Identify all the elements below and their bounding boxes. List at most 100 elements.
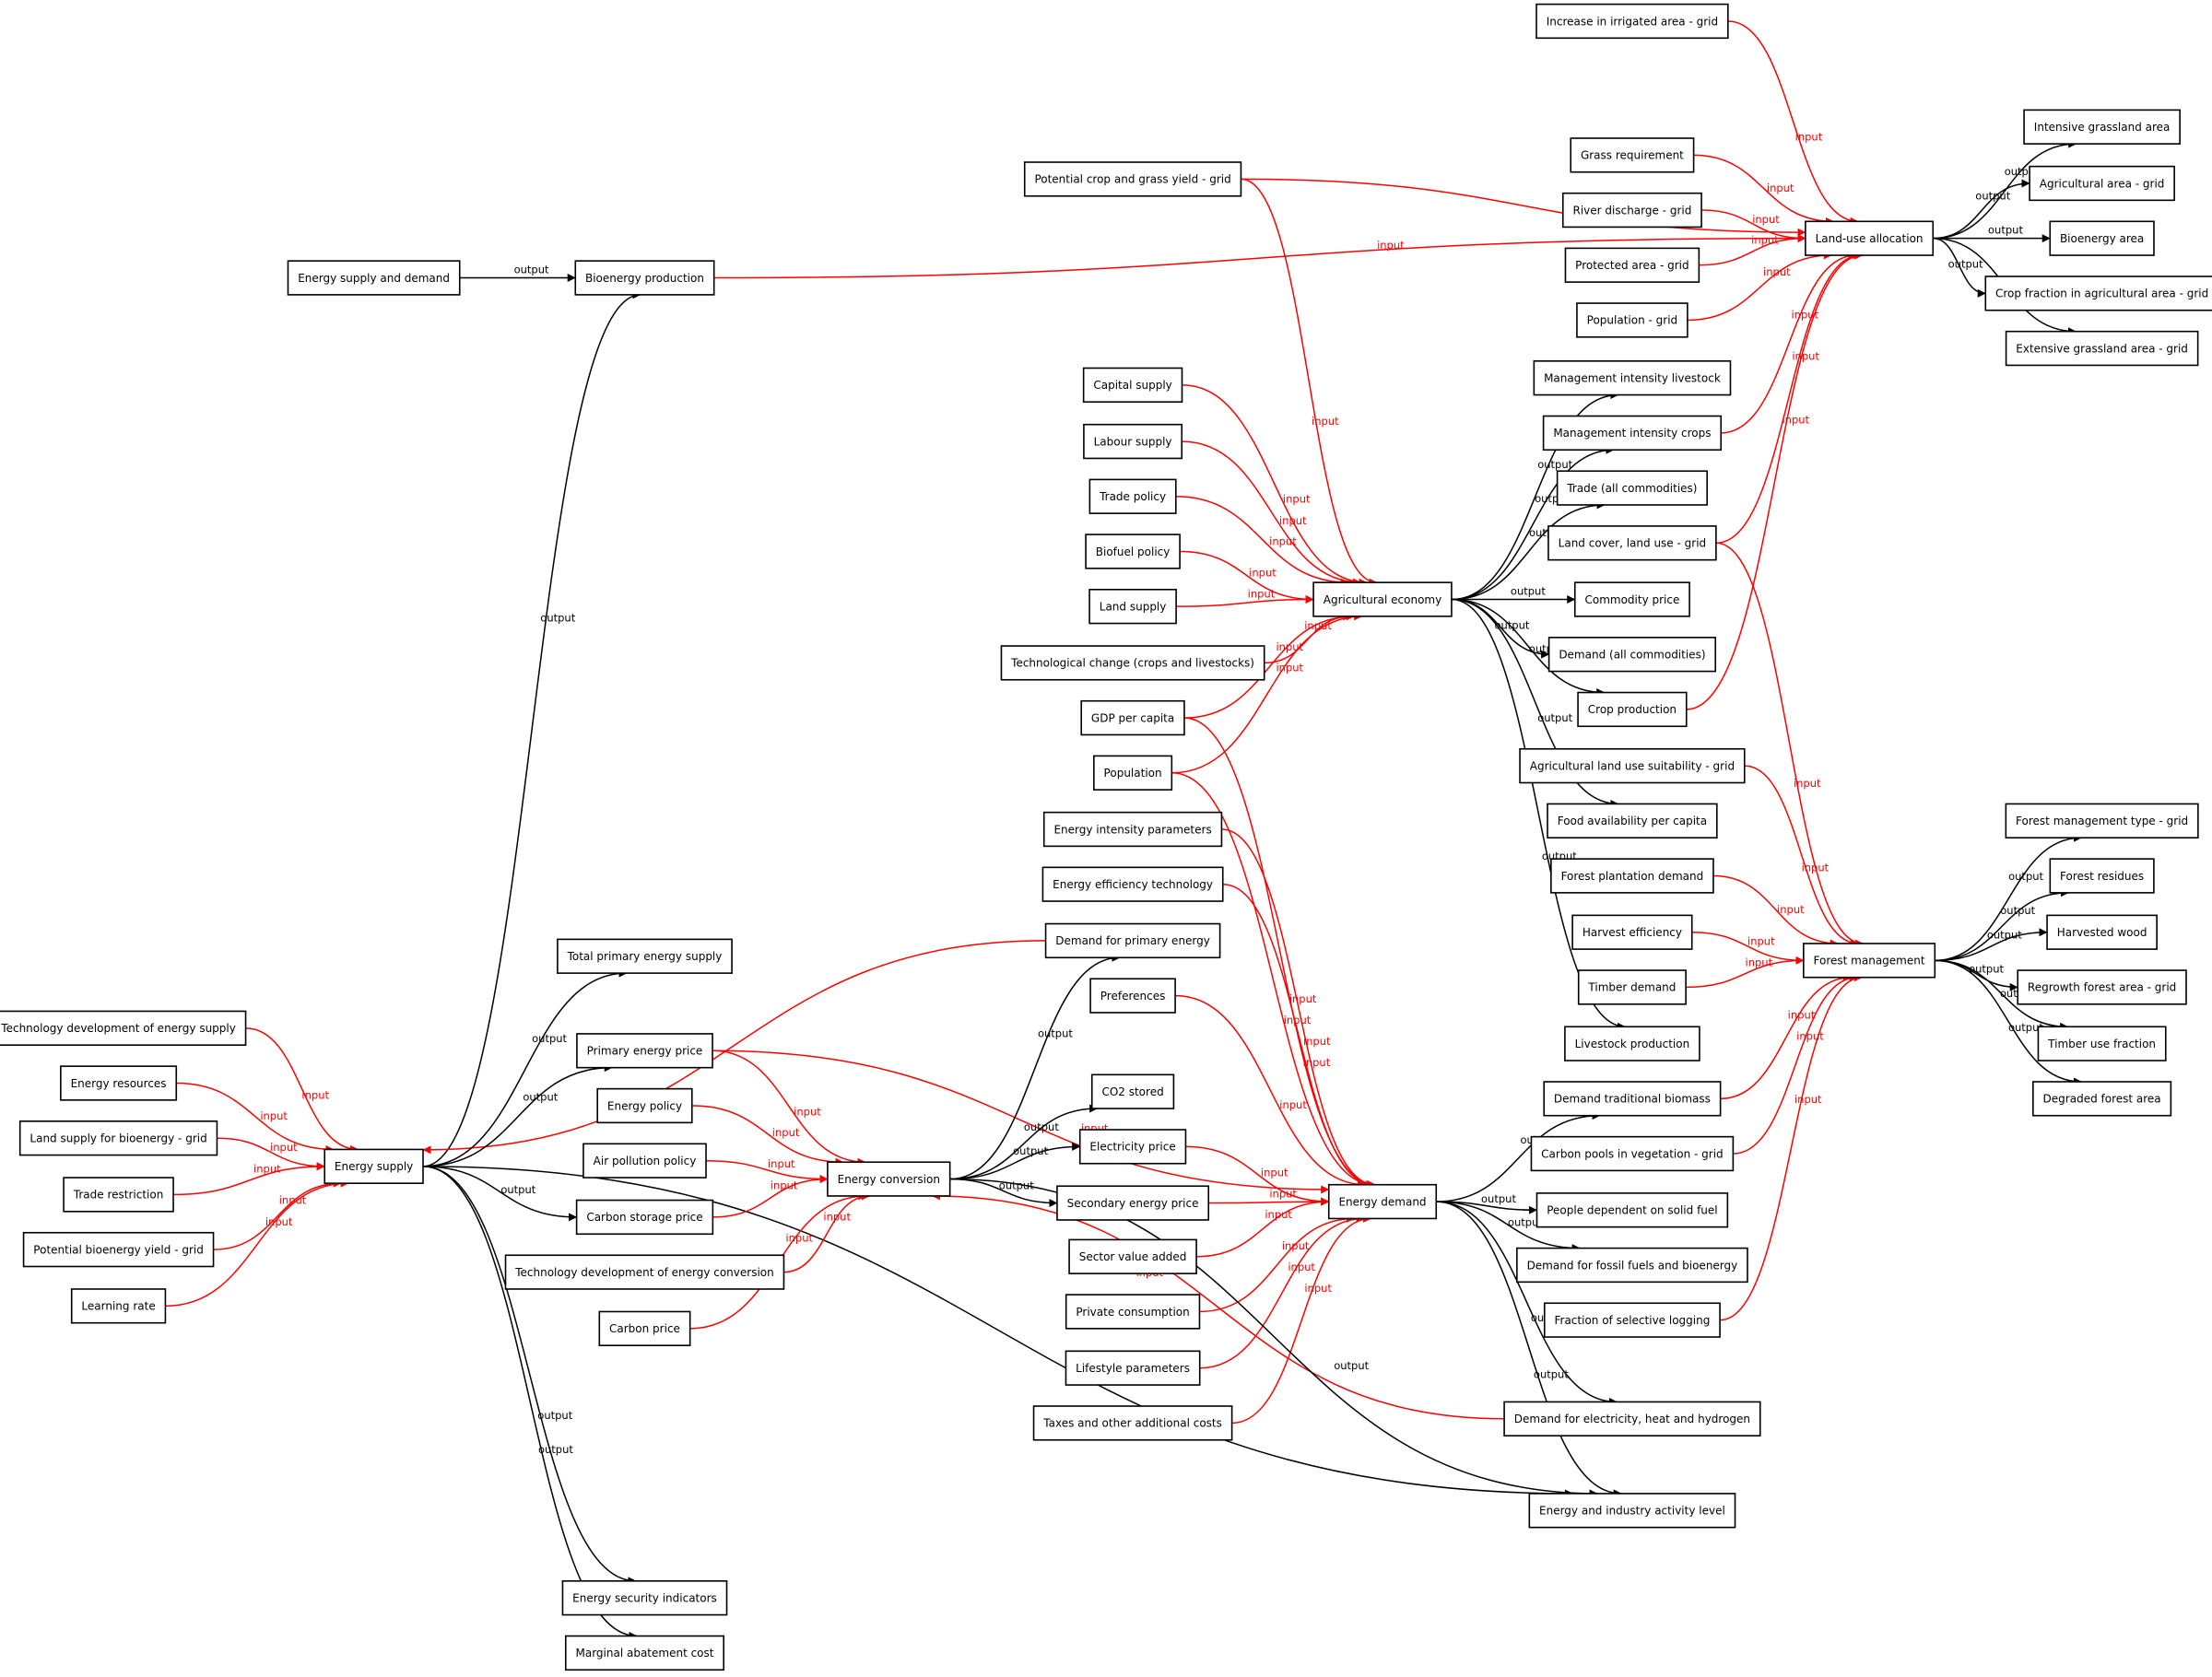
node-demand-trad-biomass: Demand traditional biomass bbox=[1543, 1081, 1722, 1117]
edge-bioenergy-production-to-land-use-allocation bbox=[713, 234, 1806, 279]
node-box bbox=[1078, 1129, 1187, 1165]
node-box bbox=[1570, 137, 1695, 173]
node-label: Bioenergy area bbox=[2060, 232, 2144, 245]
node-label: Potential bioenergy yield - grid bbox=[33, 1243, 204, 1256]
node-box bbox=[1577, 691, 1688, 728]
edge-population-grid-to-land-use-allocation bbox=[1687, 251, 1832, 322]
edge-grass-requirement-to-land-use-allocation bbox=[1693, 154, 1834, 226]
node-box bbox=[1542, 415, 1723, 452]
node-demand-fossil-bioenergy: Demand for fossil fuels and bioenergy bbox=[1516, 1247, 1748, 1284]
node-box bbox=[1000, 645, 1265, 681]
edge-label-output: output bbox=[1013, 1144, 1048, 1157]
node-bioenergy-production: Bioenergy production bbox=[574, 260, 715, 296]
node-box bbox=[2049, 858, 2155, 894]
edge-carbon-pools-to-forest-management bbox=[1733, 973, 1858, 1155]
node-label: Carbon price bbox=[609, 1322, 680, 1335]
edge-label-input: input bbox=[794, 1105, 821, 1118]
node-label: Secondary energy price bbox=[1067, 1197, 1199, 1210]
node-box bbox=[576, 1033, 713, 1069]
node-regrowth-forest: Regrowth forest area - grid bbox=[2017, 969, 2187, 1005]
node-electricity-price: Electricity price bbox=[1078, 1129, 1187, 1165]
node-label: Demand for electricity, heat and hydroge… bbox=[1514, 1413, 1750, 1425]
edge-label-input: input bbox=[1796, 1029, 1824, 1042]
edge-label-output: output bbox=[500, 1183, 535, 1196]
edge-label-input: input bbox=[1265, 1208, 1292, 1221]
node-label: Population - grid bbox=[1587, 314, 1678, 327]
edge-label-input: input bbox=[823, 1210, 851, 1223]
edge-energy-conversion-to-co2-stored bbox=[949, 1104, 1099, 1180]
node-label: Energy supply bbox=[335, 1160, 413, 1173]
node-land-supply: Land supply bbox=[1088, 588, 1177, 625]
node-carbon-pools: Carbon pools in vegetation - grid bbox=[1530, 1135, 1735, 1172]
edge-agricultural-economy-to-trade-all bbox=[1451, 500, 1606, 601]
edge-label-input: input bbox=[1747, 935, 1775, 948]
node-box bbox=[1564, 1026, 1700, 1061]
node-label: Demand for fossil fuels and bioenergy bbox=[1527, 1259, 1738, 1272]
node-box bbox=[70, 1288, 167, 1324]
edge-label-input: input bbox=[279, 1194, 307, 1207]
node-box bbox=[2032, 1081, 2172, 1117]
node-livestock-production: Livestock production bbox=[1564, 1026, 1700, 1061]
edge-energy-demand-to-demand-electricity-heat bbox=[1436, 1201, 1618, 1406]
edge-label-input: input bbox=[253, 1162, 281, 1175]
edge-agricultural-economy-to-mgmt-intensity-crops bbox=[1451, 445, 1615, 601]
edge-label-output: output bbox=[523, 1090, 558, 1103]
edge-fraction-selective-logging-to-forest-management bbox=[1720, 973, 1863, 1321]
node-box bbox=[1543, 1302, 1721, 1338]
node-energy-conversion: Energy conversion bbox=[827, 1161, 951, 1197]
edge-energy-efficiency-tech-to-energy-demand bbox=[1222, 883, 1375, 1190]
edge-potential-bioenergy-yield-to-energy-supply bbox=[213, 1179, 342, 1250]
node-box bbox=[1089, 978, 1176, 1014]
node-label: Potential crop and grass yield - grid bbox=[1034, 173, 1230, 186]
edge-agricultural-economy-to-food-availability bbox=[1451, 598, 1619, 808]
edge-forest-management-to-harvested-wood bbox=[1935, 928, 2048, 962]
edge-forest-plantation-demand-to-forest-management bbox=[1712, 874, 1839, 948]
edge-energy-demand-to-demand-fossil-bioenergy bbox=[1436, 1201, 1581, 1253]
node-box bbox=[1547, 637, 1717, 673]
edge-label-input: input bbox=[1763, 265, 1791, 278]
edge-labour-supply-to-agricultural-economy bbox=[1182, 440, 1362, 587]
node-label: Intensive grassland area bbox=[2034, 121, 2171, 134]
node-timber-use-fraction: Timber use fraction bbox=[2037, 1026, 2167, 1061]
node-energy-demand: Energy demand bbox=[1327, 1183, 1438, 1220]
node-co2-stored: CO2 stored bbox=[1090, 1073, 1175, 1109]
edge-label-output: output bbox=[1948, 258, 1983, 271]
node-box bbox=[1528, 1493, 1736, 1529]
node-box bbox=[287, 260, 461, 296]
edge-label-input: input bbox=[270, 1141, 298, 1154]
edge-energy-demand-to-energy-industry-activity bbox=[1436, 1201, 1622, 1498]
node-box bbox=[561, 1580, 728, 1616]
node-box bbox=[1533, 360, 1732, 396]
node-commodity-price: Commodity price bbox=[1573, 581, 1690, 617]
node-box bbox=[1530, 1135, 1735, 1172]
node-label: Food availability per capita bbox=[1558, 815, 1707, 827]
node-box bbox=[1535, 3, 1729, 40]
edge-increase-irrigated-to-land-use-allocation bbox=[1727, 20, 1859, 226]
node-label: Extensive grassland area - grid bbox=[2016, 342, 2188, 355]
edge-label-output: output bbox=[2008, 870, 2043, 883]
node-mgmt-intensity-crops: Management intensity crops bbox=[1542, 415, 1723, 452]
node-box bbox=[18, 1120, 218, 1156]
node-box bbox=[2017, 969, 2187, 1005]
edge-label-output: output bbox=[514, 264, 549, 276]
node-label: Energy efficiency technology bbox=[1053, 878, 1213, 891]
edge-preferences-to-energy-demand bbox=[1175, 994, 1366, 1190]
node-label: Fraction of selective logging bbox=[1554, 1314, 1710, 1327]
edge-label-input: input bbox=[1792, 350, 1819, 363]
node-box bbox=[1561, 192, 1702, 229]
node-box bbox=[575, 1199, 714, 1236]
node-energy-security: Energy security indicators bbox=[561, 1580, 728, 1616]
edge-label-input: input bbox=[785, 1232, 813, 1245]
edge-label-input: input bbox=[1276, 661, 1303, 674]
node-sector-value-added: Sector value added bbox=[1068, 1238, 1197, 1274]
edge-energy-resources-to-energy-supply bbox=[176, 1082, 335, 1154]
edge-carbon-storage-price-to-energy-conversion bbox=[712, 1175, 829, 1218]
edge-harvest-efficiency-to-forest-management bbox=[1691, 931, 1805, 965]
edge-label-output: output bbox=[1537, 458, 1572, 471]
node-box bbox=[2023, 109, 2181, 145]
node-label: Agricultural area - grid bbox=[2040, 177, 2165, 190]
node-box bbox=[324, 1148, 424, 1184]
node-forest-plantation-demand: Forest plantation demand bbox=[1550, 858, 1714, 894]
node-intensive-grassland: Intensive grassland area bbox=[2023, 109, 2181, 145]
node-label: Management intensity crops bbox=[1553, 427, 1711, 440]
